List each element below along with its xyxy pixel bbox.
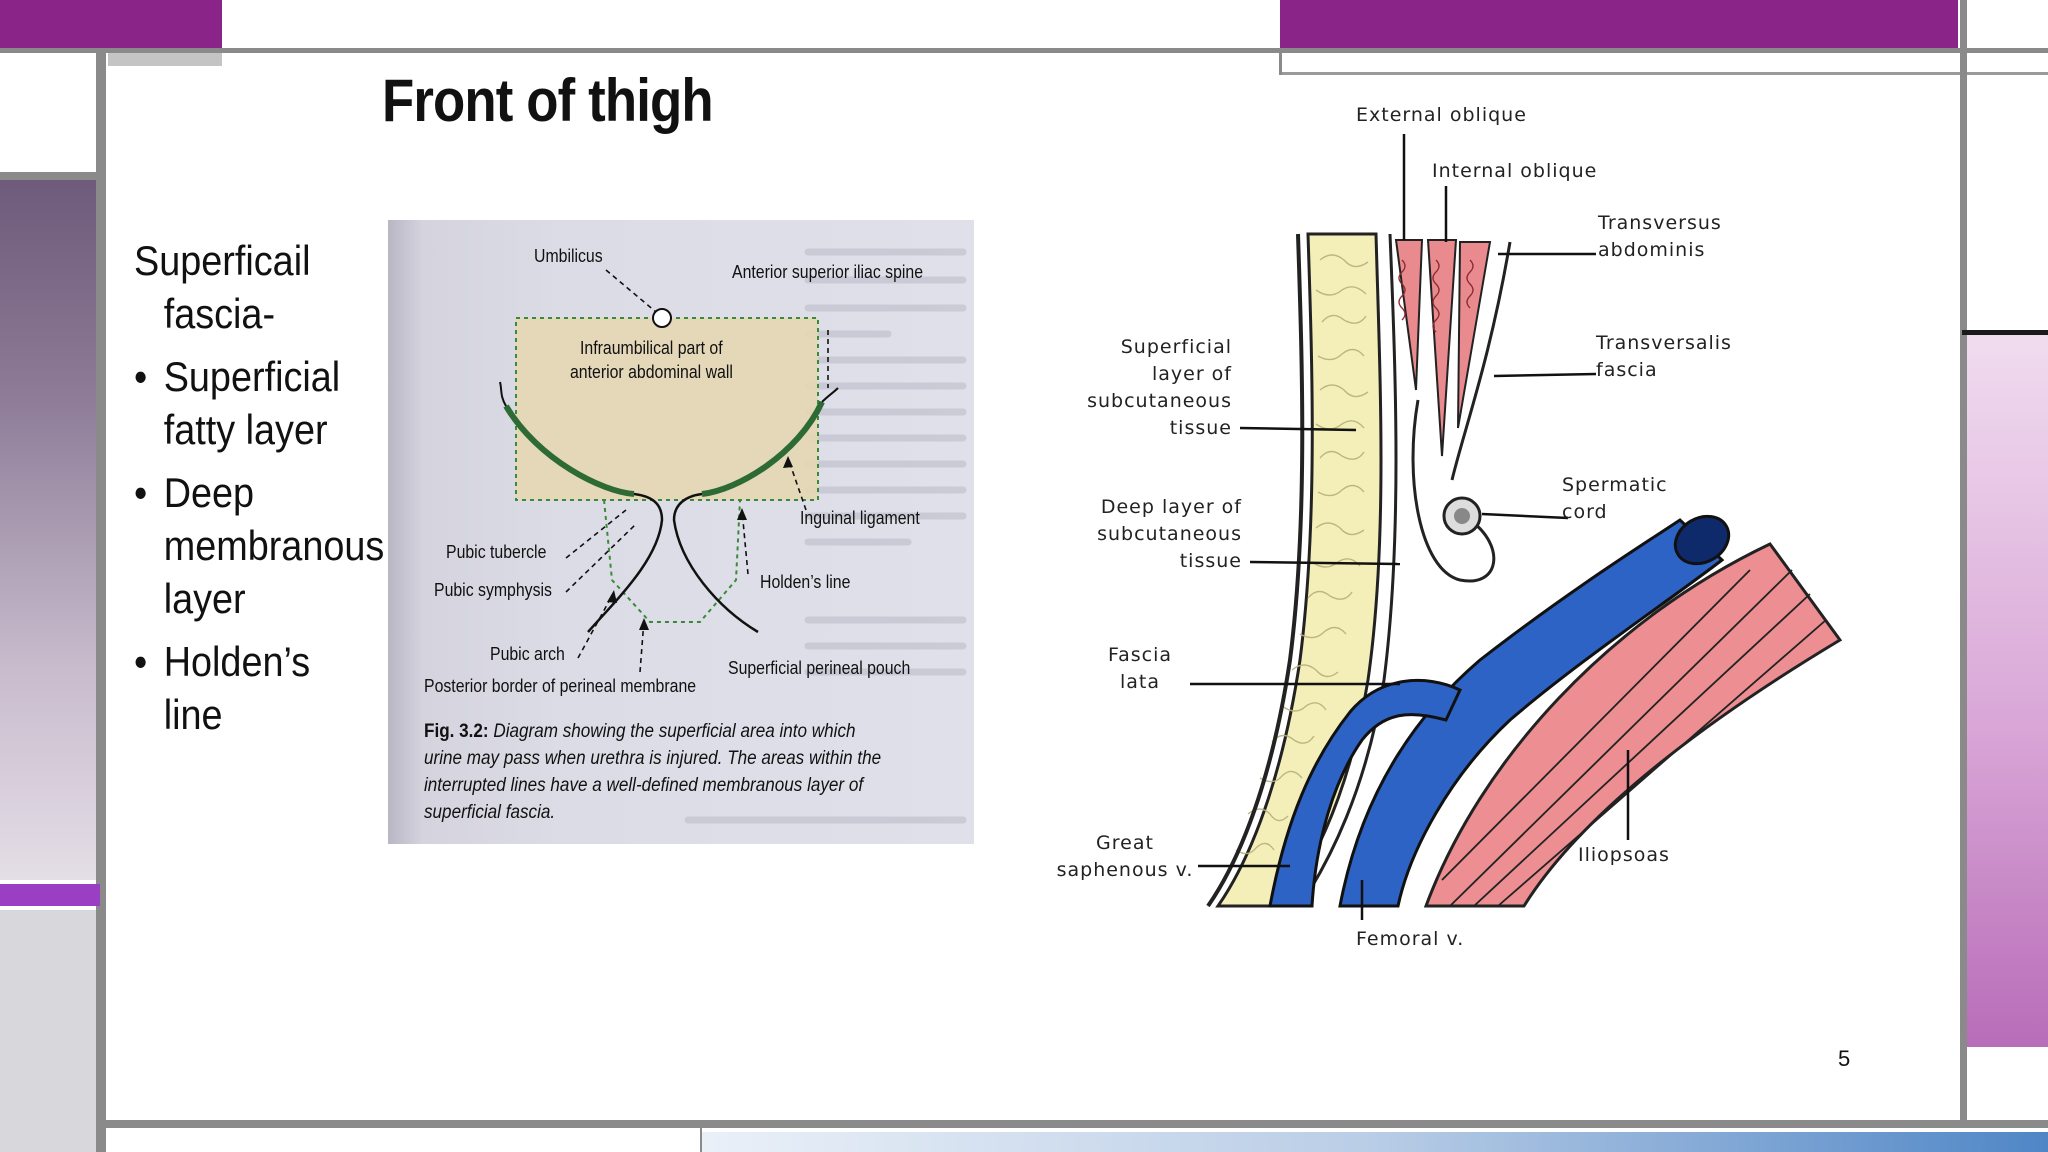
left-purple-accent: [0, 884, 100, 906]
page-number: 5: [1838, 1046, 1851, 1071]
bullet-heading-line1: Superficail: [134, 237, 311, 284]
label-pubic-symphysis: Pubic symphysis: [434, 580, 552, 600]
label-spermatic-line2: cord: [1562, 501, 1608, 523]
caption-fig-number: Fig. 3.2:: [424, 721, 489, 742]
bullet-text: Holden’s line: [163, 638, 311, 738]
label-superficial-line3: subcutaneous: [1087, 390, 1232, 412]
bullet-item: • Holden’s line: [134, 638, 311, 738]
label-umbilicus: Umbilicus: [534, 246, 603, 266]
bullet-text: Deep: [163, 469, 255, 516]
label-infraumbilical-1: Infraumbilical part of: [580, 338, 723, 358]
bottom-gradient-bar: [702, 1132, 2048, 1152]
caption-text: Diagram showing the superficial area int…: [424, 721, 882, 823]
label-femoral-vein: Femoral v.: [1356, 928, 1465, 950]
label-great-saphenous-line2: saphenous v.: [1056, 859, 1194, 881]
bullet-item: • Deep membranous layer: [134, 469, 385, 622]
label-fascia-lata: Fascia lata: [1100, 642, 1180, 696]
label-transversus-abdominis: Transversus abdominis: [1598, 210, 1722, 264]
bullet-text: Superficial: [163, 353, 341, 400]
right-gradient-panel: [1967, 335, 2048, 1047]
label-deep-layer: Deep layer of subcutaneous tissue: [1090, 494, 1242, 575]
label-superficial-line2: layer of: [1151, 363, 1232, 385]
slide-title: Front of thigh: [382, 67, 714, 134]
bullet-text: membranous: [163, 522, 385, 569]
left-gray-bar: [0, 172, 96, 180]
label-deep-line1: Deep layer of: [1100, 496, 1242, 518]
label-deep-line2: subcutaneous: [1097, 523, 1242, 545]
figure-caption: Fig. 3.2: Diagram showing the superficia…: [424, 718, 892, 826]
left-gradient-panel: [0, 180, 96, 880]
label-spermatic-cord: Spermatic cord: [1562, 472, 1668, 526]
left-frame-line: [96, 53, 106, 1152]
label-holdens-line: Holden’s line: [760, 572, 851, 592]
label-transversalis-fascia: Transversalis fascia: [1596, 330, 1732, 384]
bullet-text: fatty layer: [163, 406, 328, 453]
label-internal-oblique: Internal oblique: [1432, 160, 1598, 182]
label-iliopsoas: Iliopsoas: [1578, 844, 1670, 866]
label-posterior-border: Posterior border of perineal membrane: [424, 676, 697, 696]
figure-drawing: [499, 248, 967, 824]
bullet-text: layer: [163, 575, 246, 622]
label-inguinal-ligament: Inguinal ligament: [800, 508, 920, 528]
label-transversalis-line2: fascia: [1596, 359, 1658, 381]
bullet-item: • Superficial fatty layer: [134, 353, 341, 453]
bullet-list: Superficail fascia- • Superficial fatty …: [134, 234, 385, 751]
bottom-bar-edge: [700, 1128, 702, 1152]
bullet-heading-line2: fascia-: [163, 290, 276, 337]
bottom-frame-line: [106, 1120, 2048, 1128]
label-infraumbilical-2: anterior abdominal wall: [570, 362, 733, 382]
label-transversalis-line1: Transversalis: [1596, 332, 1732, 354]
top-right-purple-bar: [1280, 0, 1958, 48]
label-spermatic-line1: Spermatic: [1562, 474, 1668, 496]
label-transversus-line1: Transversus: [1598, 212, 1722, 234]
label-pubic-tubercle: Pubic tubercle: [446, 542, 547, 562]
label-fascia-lata-line1: Fascia: [1107, 644, 1173, 666]
label-transversus-line2: abdominis: [1598, 239, 1706, 261]
top-frame-line: [0, 48, 2048, 53]
label-deep-line3: tissue: [1179, 550, 1242, 572]
label-great-saphenous: Great saphenous v.: [1050, 830, 1200, 884]
top-left-purple-bar: [0, 0, 222, 50]
top-right-vertical: [1279, 48, 1282, 75]
label-asis: Anterior superior iliac spine: [732, 262, 924, 282]
label-fascia-lata-line2: lata: [1119, 671, 1160, 693]
textbook-figure: Umbilicus Anterior superior iliac spine …: [388, 220, 974, 844]
label-superficial-line1: Superficial: [1120, 336, 1232, 358]
label-external-oblique: External oblique: [1356, 104, 1527, 126]
right-frame-line: [1960, 0, 1967, 1125]
label-superficial-perineal-pouch: Superficial perineal pouch: [728, 658, 911, 678]
label-great-saphenous-line1: Great: [1096, 832, 1154, 854]
anatomy-diagram: [1190, 134, 1843, 920]
label-pubic-arch: Pubic arch: [490, 644, 565, 664]
top-left-gray-tab: [108, 50, 222, 66]
label-superficial-line4: tissue: [1169, 417, 1232, 439]
right-dark-line: [1962, 330, 2048, 335]
label-superficial-layer: Superficial layer of subcutaneous tissue: [1080, 334, 1232, 442]
left-lower-panel: [0, 910, 96, 1152]
bullet-heading: Superficail fascia-: [134, 234, 359, 340]
top-right-underline: [1280, 72, 2048, 75]
